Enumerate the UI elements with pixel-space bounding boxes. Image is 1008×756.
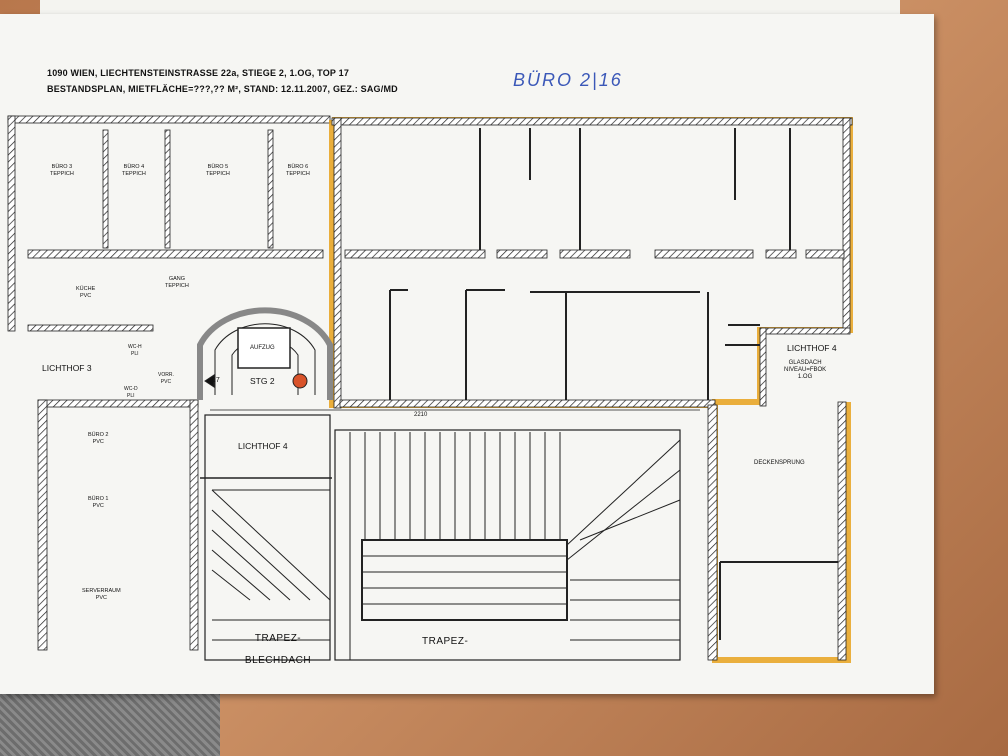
room-serverraum: SERVERRAUM PVC	[82, 588, 121, 601]
stair-number: 17	[212, 377, 220, 384]
plan-details: BESTANDSPLAN, MIETFLÄCHE=???,?? M², STAN…	[47, 84, 398, 94]
room-buero6: BÜRO 6 TEPPICH	[286, 164, 310, 177]
room-lichthof4-right: LICHTHOF 4	[787, 343, 837, 353]
room-gang: GANG TEPPICH	[165, 276, 189, 289]
walls-right	[331, 117, 853, 661]
room-buero5: BÜRO 5 TEPPICH	[206, 164, 230, 177]
staircase	[197, 307, 333, 400]
room-buero2: BÜRO 2 PVC	[88, 432, 109, 445]
handwritten-note: BÜRO 2|16	[513, 70, 623, 90]
partitions-right	[389, 128, 838, 640]
room-kueche: KÜCHE PVC	[76, 286, 96, 299]
dimension-2210: 2210	[414, 412, 428, 418]
room-glasdach: GLASDACH NIVEAU=FBOK 1.OG	[784, 360, 827, 380]
roof-lines	[211, 432, 681, 660]
room-wc-herren: WC-H PLI	[128, 344, 142, 357]
room-buero4: BÜRO 4 TEPPICH	[122, 164, 146, 177]
plan-address: 1090 WIEN, LIECHTENSTEINSTRASSE 22a, STI…	[47, 68, 350, 78]
room-wc-damen: WC-D PLI	[124, 386, 138, 399]
rug	[0, 690, 220, 756]
room-deckensprung: DECKENSPRUNG	[754, 460, 805, 466]
walls-left	[7, 115, 331, 651]
room-buero3: BÜRO 3 TEPPICH	[50, 164, 74, 177]
room-buero1: BÜRO 1 PVC	[88, 496, 109, 509]
roof-trapezblechdach: TRAPEZ- BLECHDACH	[244, 633, 312, 666]
room-lichthof4-left: LICHTHOF 4	[238, 441, 288, 451]
roof-area	[204, 414, 681, 661]
room-aufzug: AUFZUG	[250, 345, 275, 351]
highlighted-office-area	[329, 117, 853, 663]
room-stg2: STG 2	[250, 376, 275, 386]
room-vorraum: VORR. PVC	[158, 372, 174, 385]
roof-trapez: TRAPEZ-	[422, 636, 469, 647]
room-lichthof3: LICHTHOF 3	[42, 363, 92, 373]
